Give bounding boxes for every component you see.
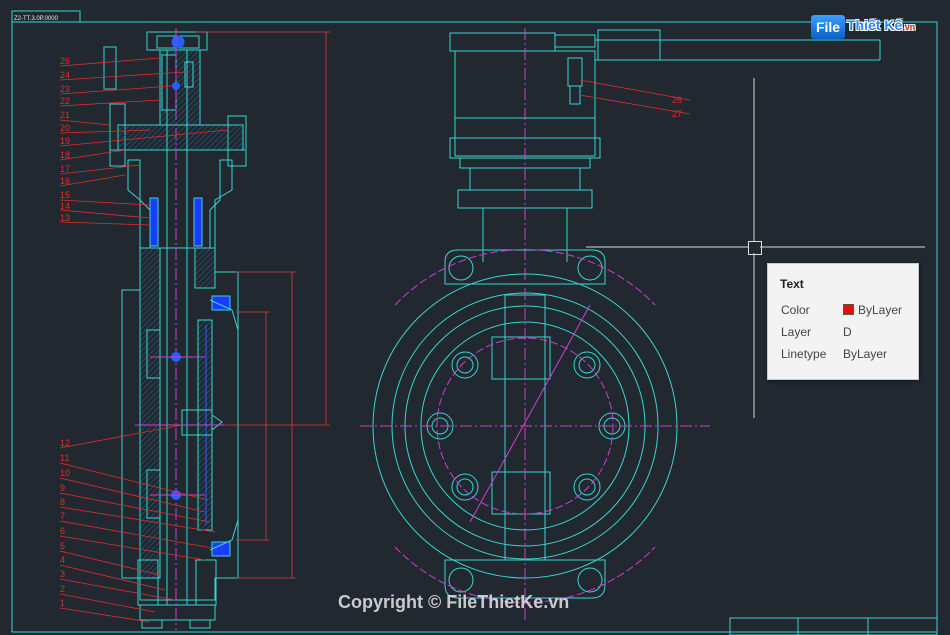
crosshair-cursor [586, 78, 925, 418]
logo-badge: File [811, 15, 845, 39]
section-view [103, 31, 247, 629]
tooltip-value-linetype: ByLayer [843, 347, 888, 361]
part-label: 26 [60, 56, 70, 66]
copyright-watermark: Copyright © FileThietKe.vn [338, 592, 570, 612]
part-numbers-left: 26 24 23 22 21 20 19 18 17 16 15 14 13 1… [60, 56, 70, 608]
part-label: 22 [60, 96, 70, 106]
logo-suffix: .vn [902, 22, 916, 32]
part-label: 27 [672, 109, 682, 119]
part-label: 26 [672, 95, 682, 105]
tooltip-value-text: ByLayer [858, 303, 903, 317]
part-leaders-left [59, 57, 229, 623]
part-label: 5 [60, 541, 65, 551]
logo-text: Thiết Kế.vn [847, 17, 915, 33]
part-label: 20 [60, 123, 70, 133]
part-label: 11 [60, 453, 69, 463]
dimension-lines [196, 31, 330, 579]
front-centerlines [360, 28, 710, 620]
part-label: 21 [60, 110, 70, 120]
part-label: 18 [60, 150, 70, 160]
part-label: 6 [60, 526, 65, 536]
part-label: 2 [60, 584, 65, 594]
part-label: 24 [60, 70, 70, 80]
part-label: 10 [60, 468, 70, 478]
tooltip-value-color: ByLayer [843, 303, 902, 317]
color-swatch-icon [843, 304, 854, 315]
tooltip-label-color: Color [781, 303, 810, 317]
cursor-pickbox [748, 241, 762, 255]
site-logo: File Thiết Kế.vn [811, 13, 921, 41]
part-label: 12 [60, 438, 70, 448]
part-label: 7 [60, 511, 65, 521]
part-label: 4 [60, 555, 65, 565]
part-label: 14 [60, 201, 70, 211]
tooltip-value-layer: D [843, 325, 852, 339]
sheet-code-box [11, 10, 81, 23]
part-label: 9 [60, 483, 65, 493]
part-label: 3 [60, 569, 65, 579]
part-label: 19 [60, 136, 70, 146]
tooltip-label-layer: Layer [781, 325, 812, 339]
part-label: 16 [60, 176, 70, 186]
part-label: 13 [60, 213, 70, 223]
part-label: 8 [60, 497, 65, 507]
tooltip-title: Text [780, 277, 804, 291]
part-leaders-right [579, 79, 691, 115]
title-block [729, 617, 938, 635]
logo-name: Thiết Kế [847, 17, 903, 33]
section-centerline [135, 28, 225, 630]
part-label: 15 [60, 190, 70, 200]
tooltip-label-linetype: Linetype [781, 347, 827, 361]
part-label: 17 [60, 164, 70, 174]
sheet-code: Z2-TT.3.0P.0000 [14, 16, 59, 22]
part-label: 23 [60, 84, 70, 94]
part-label: 1 [60, 598, 65, 608]
property-tooltip: Text Color ByLayer Layer D Linetype ByLa… [767, 263, 919, 380]
